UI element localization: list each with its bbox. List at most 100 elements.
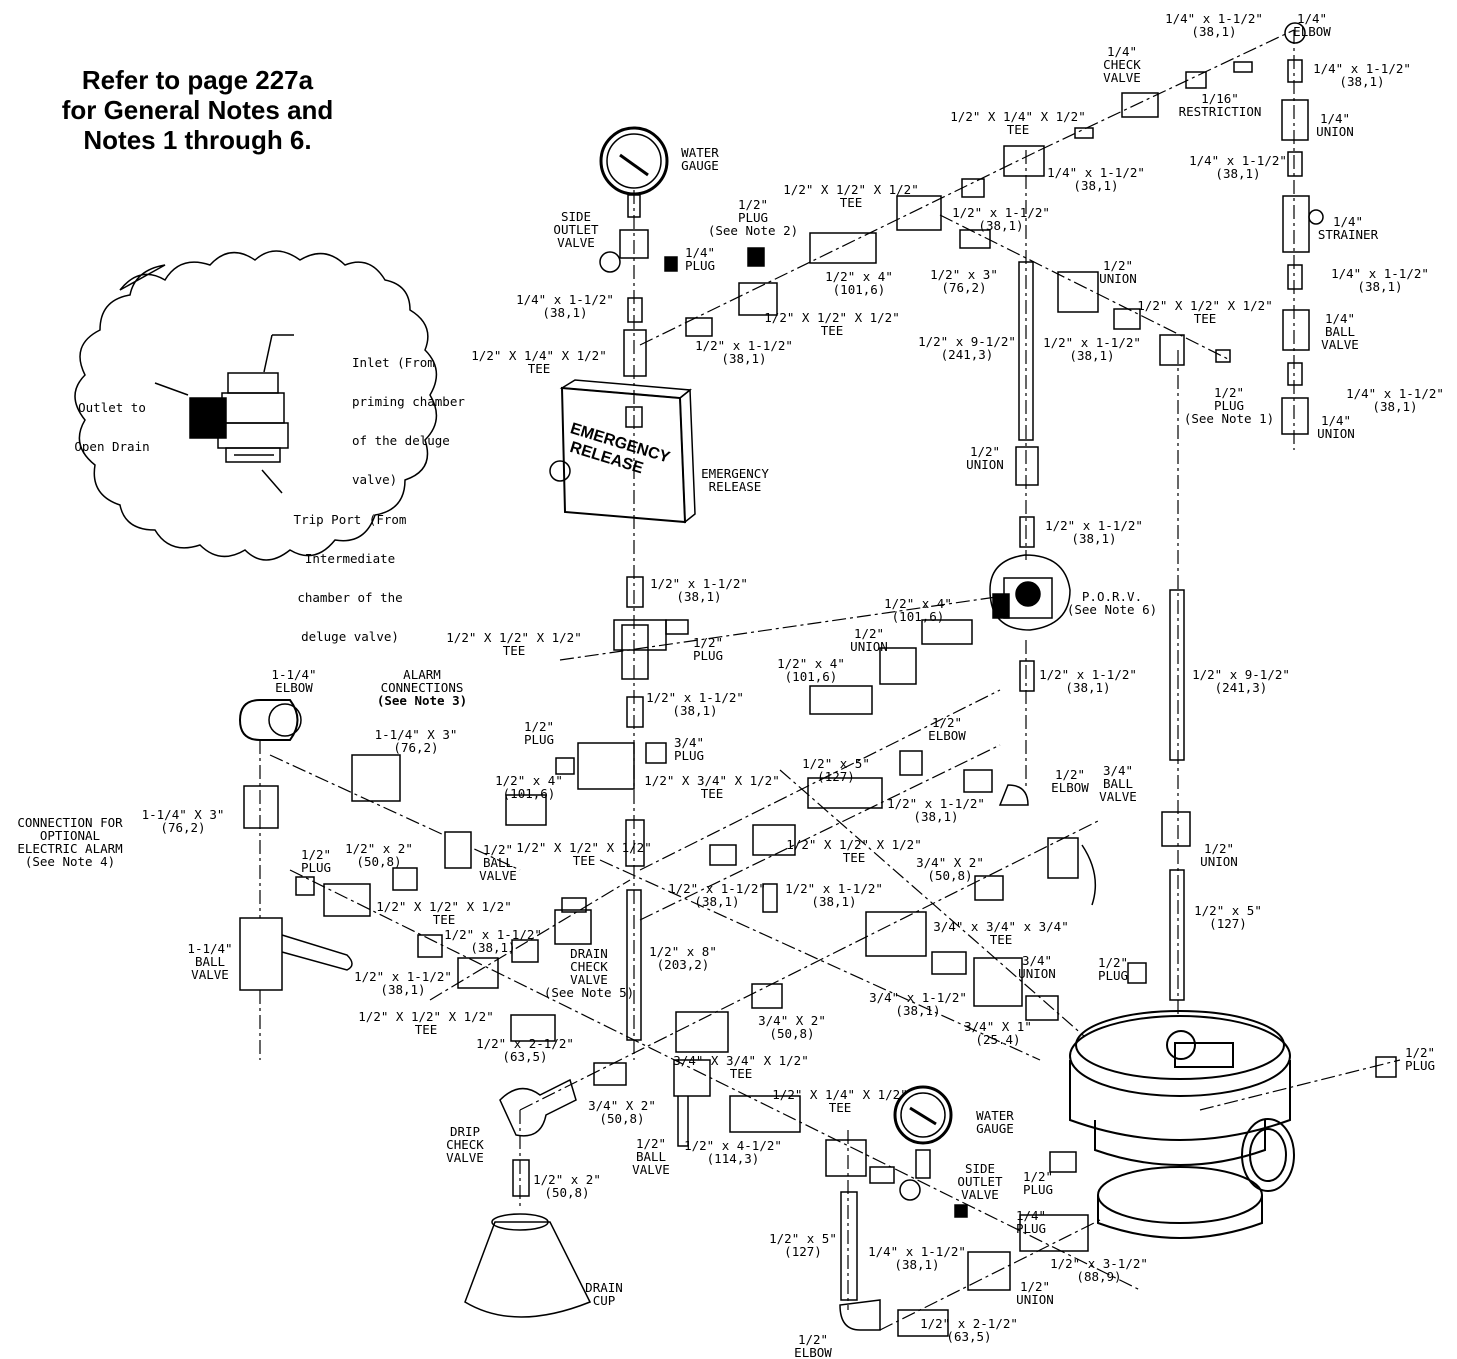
fitting-label-line: TEE (432, 912, 456, 927)
fitting-label-line: (See Note 6) (1066, 602, 1158, 617)
inlet-callout: Inlet (From priming chamber of the delug… (352, 330, 465, 512)
fitting-label: 1/2" x 1-1/2"(38,1) (650, 577, 748, 603)
fitting-label-line: UNION (1317, 426, 1355, 441)
fitting-label-line: TEE (989, 932, 1013, 947)
fitting-label-line: (See Note 2) (707, 223, 799, 238)
fitting-label-line: 1/2" X 1/2" X 1/2" (783, 182, 919, 197)
fitting-label: 1/2" x 1-1/2"(38,1) (668, 882, 766, 908)
fitting-label-line: 1/2" (1097, 955, 1129, 970)
fitting-label: 1/2"PLUG (1405, 1046, 1435, 1072)
fitting-label-line: 1/4" x 1-1/2" (1346, 386, 1444, 401)
fitting-label-line: 1/4" x 1-1/2" (1189, 153, 1287, 168)
fitting-label-line: 1/2" (1102, 258, 1134, 273)
fitting-label: 1/4" x 1-1/2"(38,1) (1189, 154, 1287, 180)
fitting-label-line: 1/4" x 1-1/2" (1047, 165, 1145, 180)
fitting-label-line: 1/2" X 1/2" X 1/2" (786, 837, 922, 852)
fitting-label-line: 1/2" X 1/4" X 1/2" (772, 1087, 908, 1102)
fitting-label: 3/4" X 3/4" X 1/2"TEE (673, 1054, 808, 1080)
fitting-label-line: (50,8) (356, 854, 402, 869)
fitting-label-line: UNION (1099, 271, 1137, 286)
fitting-label: 3/4" X 2"(50,8) (588, 1099, 656, 1125)
fitting-label-line: 1/2" (737, 197, 769, 212)
fitting-label-line: (50,8) (599, 1111, 645, 1126)
fitting-label-line: 1/2" x 1-1/2" (354, 969, 452, 984)
fitting-label-line: WATER (976, 1108, 1014, 1123)
fitting-label-line: 1/2" X 1/2" X 1/2" (1137, 298, 1273, 313)
fitting-label-line: ELECTRIC ALARM (17, 841, 123, 856)
fitting-label-line: 1/4" (1332, 214, 1364, 229)
fitting-label-line: (203,2) (656, 957, 710, 972)
fitting-label-line: PLUG (1404, 1058, 1436, 1073)
fitting-label-line: (50,8) (927, 868, 973, 883)
fitting-label-line: 1/4" (1320, 413, 1352, 428)
fitting-label-line: (38,1) (978, 218, 1024, 233)
fitting-label-line: (38,1) (672, 703, 718, 718)
fitting-label: 1/2"UNION (966, 445, 1004, 471)
fitting-label: 1-1/4" X 3"(76,2) (375, 728, 458, 754)
fitting-label-line: PLUG (1015, 1221, 1047, 1236)
fitting-label: 1/2" x 1-1/2"(38,1) (952, 206, 1050, 232)
fitting-label-line: (101,6) (784, 669, 838, 684)
fitting-label-line: 3/4" (1102, 763, 1134, 778)
fitting-label-line: (101,6) (502, 786, 556, 801)
fitting-label-line: (38,1) (470, 940, 516, 955)
fitting-label-line: 1/2" (635, 1136, 667, 1151)
fitting-label-line: CONNECTIONS (380, 680, 464, 695)
fitting-label-line: (25.4) (975, 1032, 1021, 1047)
callout-line: deluge valve) (301, 629, 399, 644)
fitting-label-line: (See Note 1) (1183, 411, 1275, 426)
fitting-label: 1/2" x 5"(127) (802, 757, 870, 783)
fitting-label-line: 1/2" x 1-1/2" (668, 881, 766, 896)
fitting-label: 1/2" x 2-1/2"(63,5) (476, 1037, 574, 1063)
fitting-label: 1/2" x 1-1/2"(38,1) (1043, 336, 1141, 362)
fitting-label-line: VALVE (446, 1150, 484, 1165)
fitting-label: 1/2" x 4"(101,6) (884, 597, 952, 623)
fitting-label: 1/2" x 1-1/2"(38,1) (785, 882, 883, 908)
fitting-label: 1/2"ELBOW (928, 716, 966, 742)
fitting-label: 1/2"UNION (1099, 259, 1137, 285)
reference-note-line: for General Notes and (61, 95, 334, 125)
fitting-label-line: BALL (635, 1149, 667, 1164)
fitting-label-line: (101,6) (891, 609, 945, 624)
fitting-label: 1/4" x 1-1/2"(38,1) (1165, 12, 1263, 38)
fitting-label-line: (38,1) (1191, 24, 1237, 39)
fitting-label-line: ELBOW (275, 680, 313, 695)
fitting-label-line: ELBOW (1293, 24, 1331, 39)
fitting-label: 1/2" x 2"(50,8) (345, 842, 413, 868)
fitting-label-line: GAUGE (976, 1121, 1014, 1136)
fitting-label: 3/4" x 1-1/2"(38,1) (869, 991, 967, 1017)
fitting-label-line: VALVE (557, 235, 595, 250)
fitting-label-line: (38,1) (721, 351, 767, 366)
fitting-label-line: DRIP (449, 1124, 481, 1139)
fitting-label-line: PLUG (684, 258, 716, 273)
fitting-label: 1/2" x 1-1/2"(38,1) (695, 339, 793, 365)
fitting-label: 1/2" X 1/2" X 1/2"TEE (376, 900, 511, 926)
fitting-label-line: 1/4" x 1-1/2" (1313, 61, 1411, 76)
fitting-label-line: (88,9) (1076, 1269, 1122, 1284)
fitting-label-line: 1/2" (797, 1332, 829, 1347)
fitting-label-line: 1/2" (1213, 385, 1245, 400)
fitting-label-line: (38,1) (676, 589, 722, 604)
centerlines (259, 29, 1401, 1331)
fitting-label-line: PLUG (673, 748, 705, 763)
fitting-label-line: 1/2" x 1-1/2" (646, 690, 744, 705)
fitting-label: 1/2"UNION (1016, 1280, 1054, 1306)
fitting-label-line: BALL (1102, 776, 1134, 791)
fitting-label-line: DRAIN (585, 1280, 623, 1295)
fitting-label: 1/2" x 8"(203,2) (649, 945, 717, 971)
fitting-label-line: 1/2" x 5" (802, 756, 870, 771)
fitting-label-line: 1/4" (1319, 111, 1351, 126)
fitting-label-line: VALVE (570, 972, 608, 987)
fitting-label-line: (38,1) (894, 1257, 940, 1272)
fitting-label-line: 1/2" X 1/2" X 1/2" (376, 899, 512, 914)
fitting-label: 1-1/4"ELBOW (271, 668, 316, 694)
fitting-label: 1/2"ELBOW (1051, 768, 1089, 794)
fitting-label-line: (63,5) (502, 1049, 548, 1064)
fitting-label: 1/4"UNION (1316, 112, 1354, 138)
